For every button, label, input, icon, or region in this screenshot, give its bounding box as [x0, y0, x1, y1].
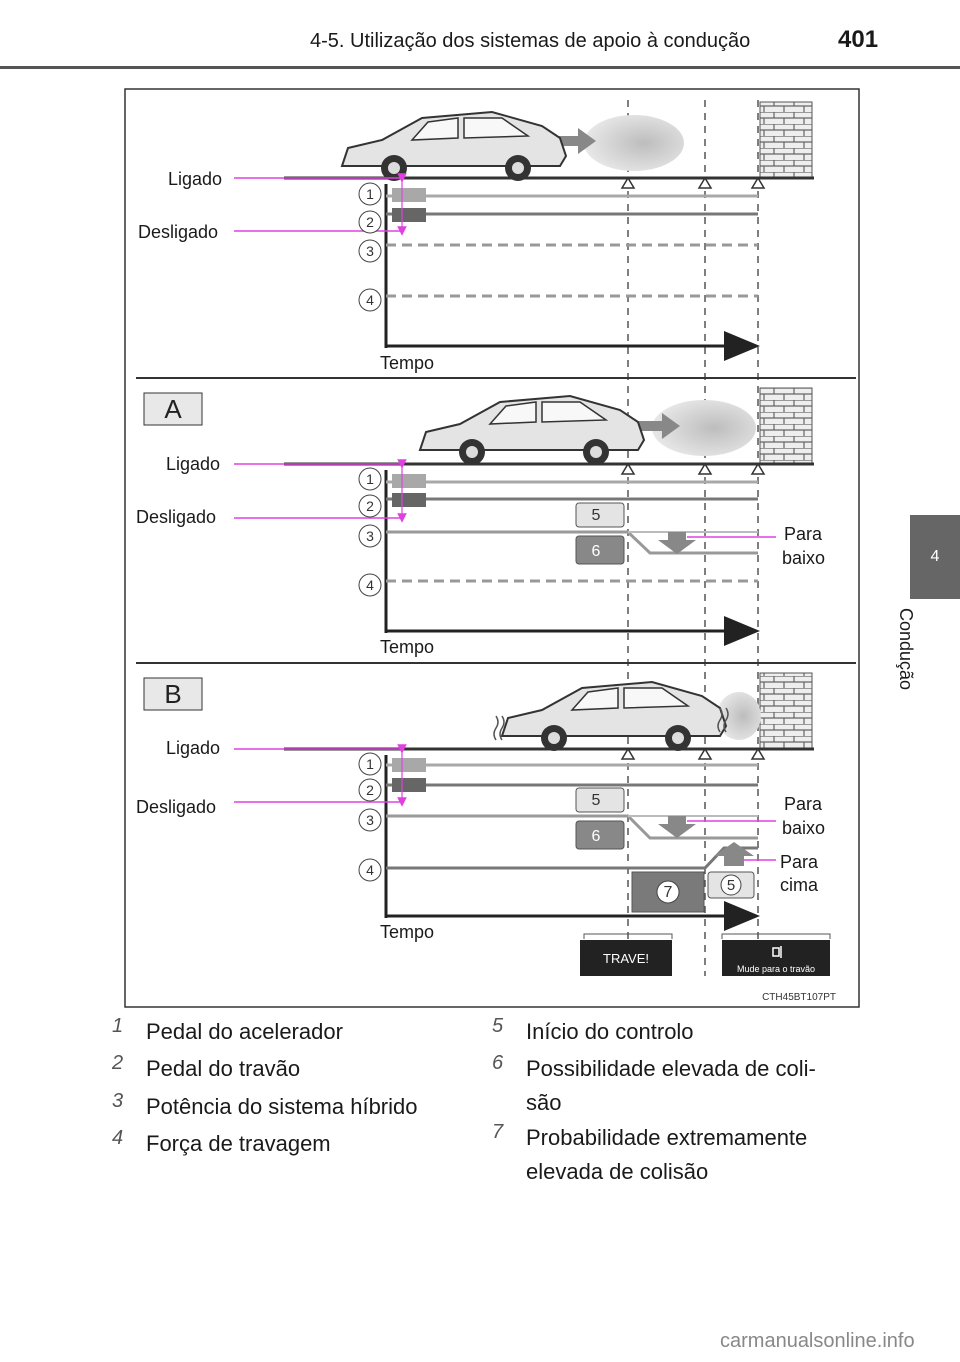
pcs-operation-figure: Ligado Desligado Tempo 1 2 3 4 A [124, 88, 860, 1008]
line-number: 1 [366, 186, 374, 202]
section-marker-b [143, 677, 203, 711]
sensor-beam-icon [652, 400, 756, 456]
svg-text:6: 6 [592, 543, 601, 560]
brake-pedal-icon [772, 946, 782, 958]
svg-text:5: 5 [592, 792, 601, 809]
wall-icon [759, 101, 813, 179]
watermark[interactable]: carmanualsonline.info [720, 1330, 915, 1352]
wall-icon [759, 672, 813, 750]
sensor-beam-icon [584, 115, 684, 171]
brake-warning-display [580, 940, 672, 976]
svg-text:B: B [164, 679, 181, 709]
svg-text:4: 4 [366, 862, 374, 878]
label-off: Desligado [136, 797, 216, 817]
control-start-box [575, 502, 625, 528]
line-number: 2 [366, 214, 374, 230]
svg-text:3: 3 [366, 812, 374, 828]
label-on: Ligado [168, 169, 222, 189]
svg-text:4: 4 [366, 577, 374, 593]
label-down: baixo [782, 818, 825, 838]
label-up: cima [780, 875, 819, 895]
label-off: Desligado [136, 507, 216, 527]
svg-text:1: 1 [366, 471, 374, 487]
panel-a: A Ligado Desligado Tempo Para baixo [136, 387, 825, 657]
chapter-tab[interactable]: 4 [910, 515, 960, 599]
svg-text:Mude para o travão: Mude para o travão [737, 964, 815, 974]
high-collision-box [575, 820, 625, 850]
figure-code: CTH45BT107PT [762, 992, 836, 1003]
control-start-box [575, 787, 625, 813]
label-time: Tempo [380, 353, 434, 373]
brake-message-display [722, 940, 830, 976]
svg-text:5: 5 [592, 507, 601, 524]
svg-text:6: 6 [592, 828, 601, 845]
svg-text:A: A [164, 394, 182, 424]
svg-text:1: 1 [366, 756, 374, 772]
label-time: Tempo [380, 922, 434, 942]
header-title: 4-5. Utilização dos sistemas de apoio à … [310, 30, 751, 52]
page-number: 401 [838, 26, 879, 53]
svg-text:2: 2 [366, 782, 374, 798]
chapter-label: Condução [896, 608, 916, 691]
label-up: Para [780, 852, 819, 872]
svg-text:2: 2 [366, 498, 374, 514]
svg-text:5: 5 [727, 877, 735, 894]
sensor-beam-icon [717, 692, 761, 740]
header-rule [0, 66, 960, 69]
label-down: baixo [782, 548, 825, 568]
svg-text:TRAVE!: TRAVE! [603, 951, 649, 966]
label-down: Para [784, 524, 823, 544]
label-down: Para [784, 794, 823, 814]
line-number: 3 [366, 243, 374, 259]
section-marker-a [143, 392, 203, 426]
svg-text:3: 3 [366, 528, 374, 544]
panel-normal: Ligado Desligado Tempo 1 2 3 4 [138, 101, 814, 373]
wall-icon [759, 387, 813, 465]
label-off: Desligado [138, 222, 218, 242]
panel-b: B Ligado Desligado [136, 672, 836, 1003]
label-on: Ligado [166, 454, 220, 474]
label-time: Tempo [380, 637, 434, 657]
line-number: 4 [366, 292, 374, 308]
high-collision-box [575, 535, 625, 565]
label-on: Ligado [166, 738, 220, 758]
svg-text:7: 7 [664, 884, 673, 901]
